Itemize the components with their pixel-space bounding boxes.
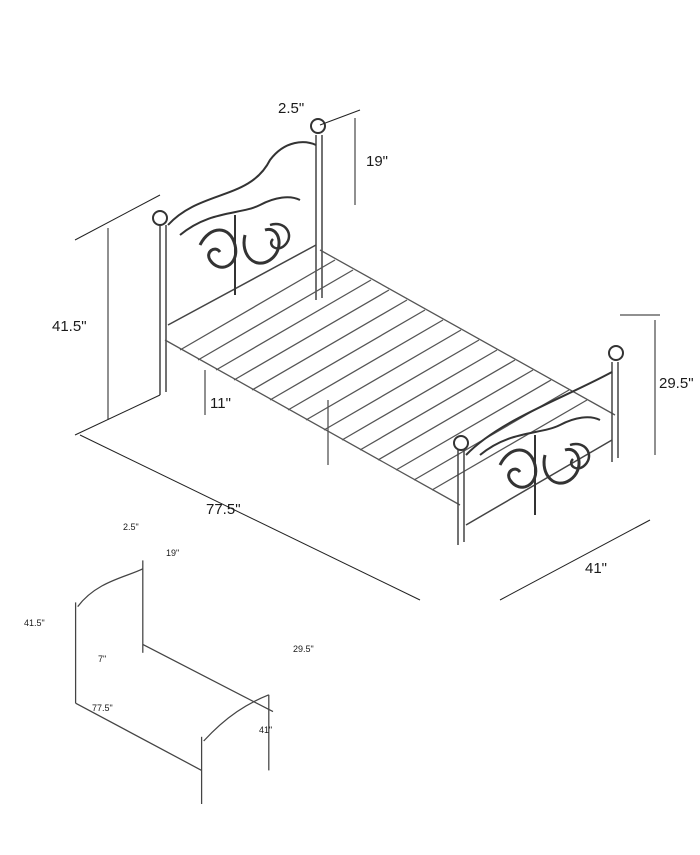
main-clearance-label: 11" [210, 395, 231, 412]
main-length-label: 77.5" [206, 501, 241, 518]
main-footboard-height-label: 29.5" [659, 375, 694, 392]
thumb-post-diameter-label: 2.5" [123, 522, 139, 532]
thumb-headboard-height-label: 41.5" [24, 618, 45, 628]
main-width-label: 41" [585, 560, 607, 577]
thumb-width-label: 41" [259, 725, 272, 735]
bed-slats [164, 249, 616, 506]
thumb-headboard-above-post-label: 19" [166, 548, 179, 558]
thumb-length-label: 77.5" [92, 703, 113, 713]
thumb-clearance-label: 7" [98, 654, 106, 664]
main-post-diameter-label: 2.5" [278, 100, 304, 117]
main-headboard-above-post-label: 19" [366, 153, 388, 170]
headboard [152, 118, 326, 395]
dimension-lines [74, 109, 660, 601]
main-view: 2.5" 19" 41.5" 11" 77.5" 29.5" 41" [52, 100, 694, 601]
main-headboard-height-label: 41.5" [52, 318, 87, 335]
footboard [453, 345, 624, 545]
thumbnail-view [74, 560, 274, 805]
thumb-footboard-height-label: 29.5" [293, 644, 314, 654]
